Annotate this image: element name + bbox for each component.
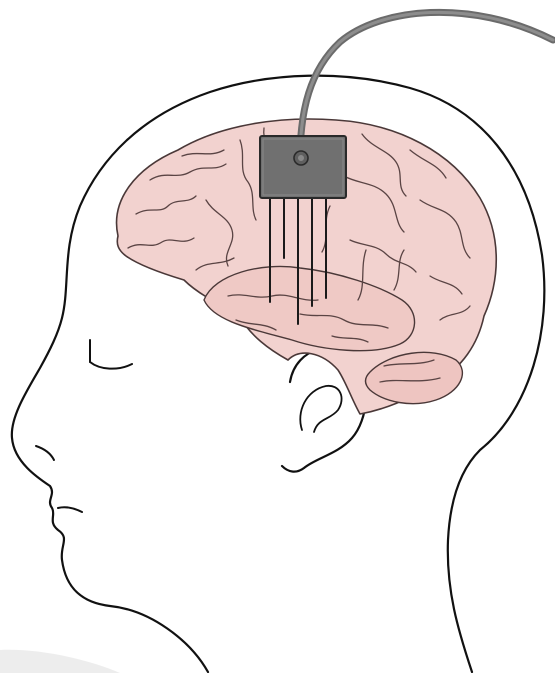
mouth-line [58,507,82,512]
implant-chip [260,136,346,198]
cable-connector-core [298,155,304,161]
eye-lid [90,362,132,369]
nostril-line [36,446,54,460]
corner-shadow [0,650,120,673]
